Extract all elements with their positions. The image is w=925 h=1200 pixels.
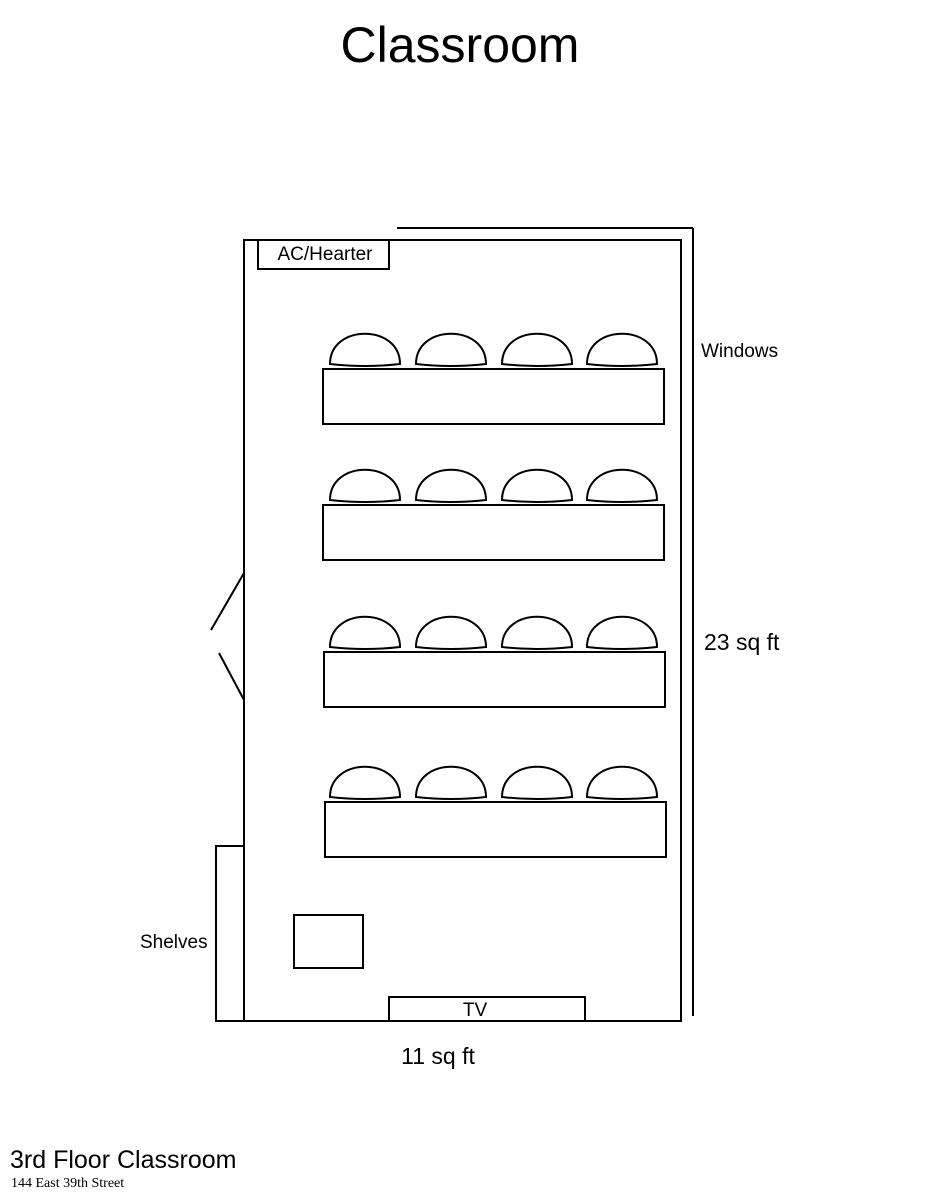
chair-icon (414, 332, 488, 367)
chair-icon (500, 332, 574, 367)
bottom-dimension-label: 11 sq ft (401, 1043, 475, 1069)
student-desk-row (324, 801, 667, 858)
student-desk-row (323, 651, 666, 708)
chair-icon (585, 332, 659, 367)
chair-icon (500, 765, 574, 800)
chair-icon (500, 615, 574, 650)
chair-icon (414, 468, 488, 503)
door (210, 572, 245, 701)
footer-title: 3rd Floor Classroom (10, 1146, 236, 1174)
chair-icon (585, 765, 659, 800)
ac-heater-label: AC/Hearter (277, 244, 373, 265)
side-dimension-label: 23 sq ft (704, 629, 780, 655)
chair-icon (585, 615, 659, 650)
student-desk-row (322, 368, 665, 425)
chair-icon (414, 615, 488, 650)
shelves (215, 845, 245, 1022)
student-desk-row (322, 504, 665, 561)
tv-unit (388, 996, 586, 1022)
windows-marker (397, 227, 694, 1016)
seating-area (322, 332, 667, 858)
tv-label: TV (463, 1000, 488, 1021)
chair-icon (585, 468, 659, 503)
ac-heater-unit (257, 239, 390, 270)
chair-icon (328, 468, 402, 503)
chair-icon (328, 765, 402, 800)
footer-address: 144 East 39th Street (11, 1176, 124, 1191)
chair-icon (328, 332, 402, 367)
chair-icon (414, 765, 488, 800)
page-title: Classroom (341, 17, 580, 73)
teacher-desk (293, 914, 364, 969)
chair-icon (500, 468, 574, 503)
windows-label: Windows (701, 341, 778, 362)
chair-icon (328, 615, 402, 650)
shelves-label: Shelves (140, 932, 208, 953)
